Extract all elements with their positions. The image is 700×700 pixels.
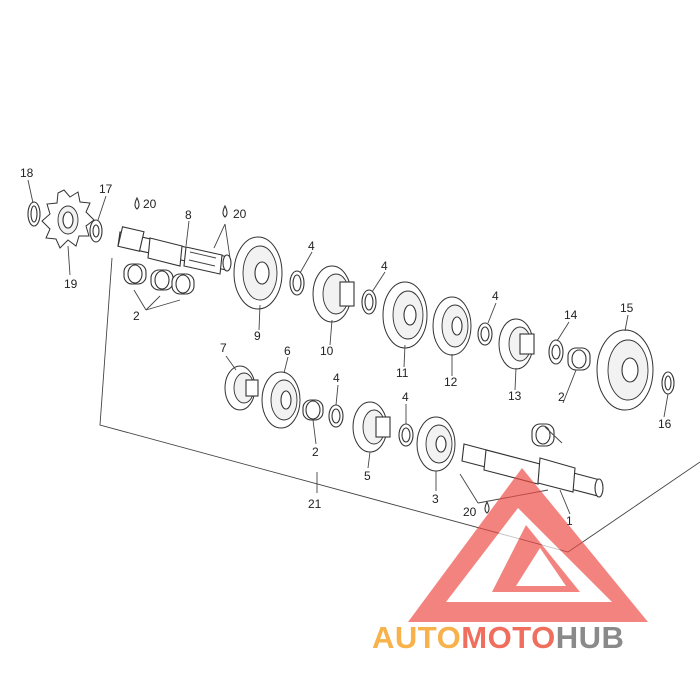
callout-18: 18 — [20, 166, 34, 180]
gear-10 — [312, 265, 355, 323]
callout-21: 21 — [308, 497, 322, 511]
needle-bearing-2 — [567, 347, 591, 371]
gear-11 — [382, 281, 428, 349]
callout-11: 11 — [396, 366, 409, 380]
callout-4: 4 — [308, 239, 315, 253]
gear-5 — [352, 401, 391, 453]
callout-4: 4 — [333, 371, 340, 385]
callout-17: 17 — [99, 182, 113, 196]
callout-20: 20 — [233, 207, 247, 221]
callout-20: 20 — [463, 505, 477, 519]
gear-12 — [432, 296, 472, 356]
gear-6 — [261, 371, 301, 429]
needle-bearing-2 — [531, 423, 555, 447]
callout-leaders — [27, 179, 669, 515]
callout-8: 8 — [185, 208, 192, 222]
callout-12: 12 — [444, 375, 458, 389]
callout-4: 4 — [402, 390, 409, 404]
callout-10: 10 — [320, 344, 334, 358]
callout-3: 3 — [432, 492, 439, 506]
watermark-text-auto: AUTO — [372, 620, 461, 655]
callout-1: 1 — [566, 514, 573, 528]
needle-bearing-2 — [302, 399, 324, 421]
oil-drop-icon — [222, 204, 228, 218]
callout-20: 20 — [143, 197, 157, 211]
watermark-text-moto: MOTO — [461, 620, 555, 655]
assembly-frame-line — [99, 257, 700, 553]
callout-13: 13 — [508, 389, 522, 403]
oil-drop-icon — [134, 196, 140, 210]
watermark-text-hub: HUB — [556, 620, 625, 655]
callout-4: 4 — [492, 289, 499, 303]
callout-19: 19 — [64, 277, 78, 291]
callout-2: 2 — [133, 309, 140, 323]
callout-15: 15 — [620, 301, 634, 315]
callout-4: 4 — [381, 259, 388, 273]
gear-9 — [233, 236, 283, 310]
gear-13 — [498, 318, 535, 370]
callout-7: 7 — [220, 341, 227, 355]
watermark-brand-text: AUTOMOTOHUB — [372, 620, 624, 655]
sprocket-19 — [41, 189, 95, 249]
callout-2: 2 — [312, 445, 319, 459]
watermark-triangle-cut — [516, 548, 566, 586]
gear-7 — [224, 365, 259, 411]
callout-9: 9 — [254, 329, 261, 343]
callout-2: 2 — [558, 390, 565, 404]
needle-bearing-2 — [123, 263, 195, 295]
main-shaft-8 — [117, 226, 232, 275]
callout-6: 6 — [284, 344, 291, 358]
oil-drop-icon — [484, 500, 490, 514]
gear-15 — [596, 329, 654, 411]
gear-3 — [416, 416, 456, 472]
callout-16: 16 — [658, 417, 672, 431]
watermark-logo — [408, 468, 648, 622]
callout-14: 14 — [564, 308, 578, 322]
callout-5: 5 — [364, 469, 371, 483]
